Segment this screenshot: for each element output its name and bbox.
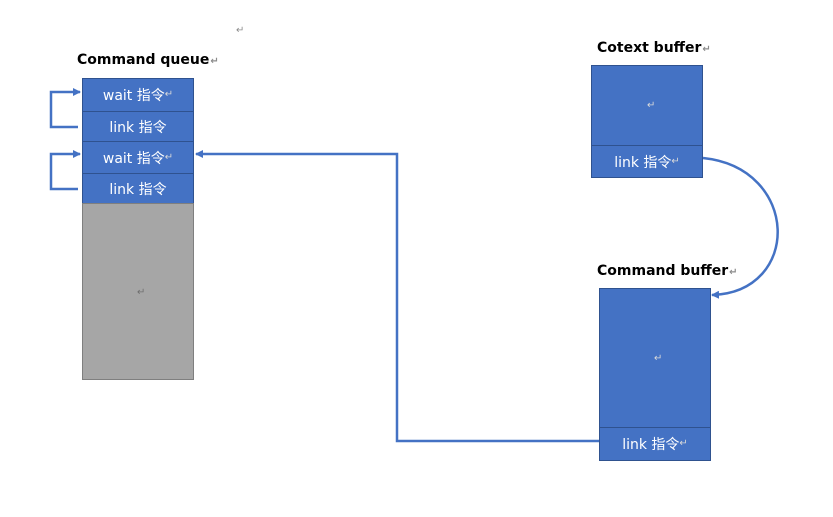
queue-cell-label: link 指令 — [109, 119, 167, 136]
paragraph-mark: ↵ — [671, 155, 680, 167]
queue-free-space: ↵ — [82, 203, 194, 380]
context-buffer-link-cell: link 指令↵ — [591, 145, 703, 178]
command-buffer-body: ↵ — [599, 288, 711, 428]
context-buffer-title: Cotext buffer↵ — [597, 39, 711, 57]
paragraph-mark: ↵ — [164, 89, 174, 100]
paragraph-mark: ↵ — [654, 353, 663, 364]
command-buffer-to-queue-arrow — [195, 150, 599, 443]
queue-cell-link-2: link 指令 — [82, 173, 194, 204]
command-buffer-link-label: link 指令 — [622, 437, 680, 453]
context-buffer-link-label: link 指令 — [614, 154, 672, 171]
command-buffer-title: Command buffer↵ — [597, 262, 738, 280]
paragraph-mark: ↵ — [210, 56, 219, 67]
queue-cell-wait-2: wait 指令↵ — [82, 141, 194, 174]
command-buffer-title-text: Command buffer — [597, 263, 729, 279]
context-buffer-body: ↵ — [591, 65, 703, 146]
command-buffer-link-cell: link 指令↵ — [599, 427, 711, 461]
queue-cell-link-1: link 指令 — [82, 111, 194, 142]
command-queue-title: Command queue↵ — [77, 51, 219, 69]
queue-cell-label: link 指令 — [109, 181, 167, 198]
context-to-command-buffer-arrow — [702, 156, 779, 299]
command-queue-title-text: Command queue — [77, 52, 210, 68]
queue-cell-label: wait 指令 — [102, 150, 165, 167]
paragraph-mark: ↵ — [702, 44, 711, 55]
queue-cell-label: wait 指令 — [102, 88, 165, 104]
paragraph-mark: ↵ — [647, 100, 656, 111]
context-buffer-title-text: Cotext buffer — [597, 40, 702, 56]
loop-arrow-2 — [49, 150, 81, 191]
loop-arrow-1 — [49, 88, 81, 129]
paragraph-mark-top: ↵ — [236, 25, 245, 36]
paragraph-mark: ↵ — [137, 287, 146, 298]
paragraph-mark: ↵ — [164, 151, 174, 163]
queue-cell-wait-1: wait 指令↵ — [82, 78, 194, 112]
paragraph-mark: ↵ — [729, 267, 738, 278]
paragraph-mark: ↵ — [679, 438, 688, 449]
